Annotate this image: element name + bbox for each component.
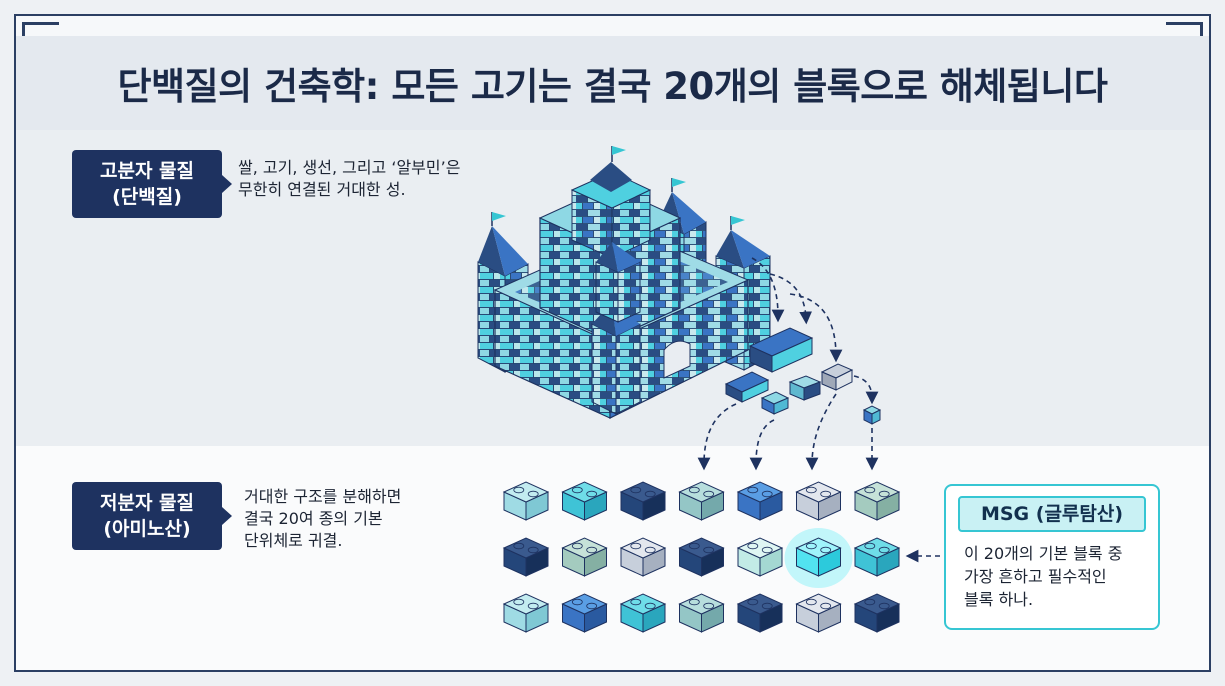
high-molecular-desc-line2: 무한히 연결된 거대한 성.	[238, 180, 406, 199]
amino-acid-block	[561, 593, 608, 633]
amino-acid-block-grid	[502, 481, 901, 633]
high-molecular-tag: 고분자 물질 (단백질)	[72, 150, 232, 218]
low-molecular-tag-line1: 저분자 물질	[99, 492, 194, 514]
high-molecular-desc-line1: 쌀, 고기, 생선, 그리고 ‘알부민’은	[238, 158, 461, 177]
low-molecular-desc-line3: 단위체로 귀결.	[244, 531, 343, 550]
amino-acid-block	[619, 537, 667, 577]
low-molecular-tag: 저분자 물질 (아미노산)	[72, 482, 232, 550]
high-molecular-description: 쌀, 고기, 생선, 그리고 ‘알부민’은 무한히 연결된 거대한 성.	[238, 157, 460, 201]
amino-acid-block	[678, 481, 725, 521]
amino-acid-block	[795, 481, 842, 521]
fragment-blocks	[724, 327, 882, 425]
breakdown-arrows	[697, 257, 940, 563]
high-molecular-tag-line1: 고분자 물질	[99, 160, 194, 182]
amino-acid-block	[853, 481, 901, 521]
castle	[477, 146, 771, 419]
amino-acid-block	[678, 593, 725, 633]
msg-callout: MSG (글루탐산) 이 20개의 기본 블록 중 가장 흔하고 필수적인 블록…	[944, 484, 1160, 630]
amino-acid-block	[736, 481, 784, 521]
amino-acid-block	[795, 593, 842, 633]
msg-desc-line3: 블록 하나.	[964, 590, 1034, 609]
amino-acid-block	[853, 593, 901, 633]
amino-acid-block	[502, 593, 550, 633]
amino-acid-block	[853, 537, 901, 577]
title-band	[16, 36, 1209, 130]
msg-desc-line2: 가장 흔하고 필수적인	[964, 567, 1107, 586]
page-title: 단백질의 건축학: 모든 고기는 결국 20개의 블록으로 해체됩니다	[117, 65, 1108, 108]
amino-acid-block	[736, 537, 784, 577]
msg-description: 이 20개의 기본 블록 중 가장 흔하고 필수적인 블록 하나.	[964, 542, 1122, 611]
msg-title: MSG (글루탐산)	[958, 496, 1146, 532]
low-molecular-description: 거대한 구조를 분해하면 결국 20여 종의 기본 단위체로 귀결.	[244, 486, 401, 552]
amino-acid-block	[784, 528, 853, 588]
amino-acid-block	[619, 593, 667, 633]
low-molecular-desc-line1: 거대한 구조를 분해하면	[244, 487, 402, 506]
amino-acid-block	[561, 537, 608, 577]
high-molecular-tag-line2: (단백질)	[112, 186, 182, 208]
amino-acid-block	[502, 537, 550, 577]
amino-acid-block	[736, 593, 784, 633]
low-molecular-desc-line2: 결국 20여 종의 기본	[244, 509, 383, 528]
amino-acid-block	[502, 481, 550, 521]
amino-acid-block	[619, 481, 667, 521]
msg-desc-line1: 이 20개의 기본 블록 중	[964, 544, 1123, 563]
amino-acid-block	[678, 537, 725, 577]
low-molecular-tag-line2: (아미노산)	[103, 518, 191, 540]
amino-acid-block	[561, 481, 608, 521]
